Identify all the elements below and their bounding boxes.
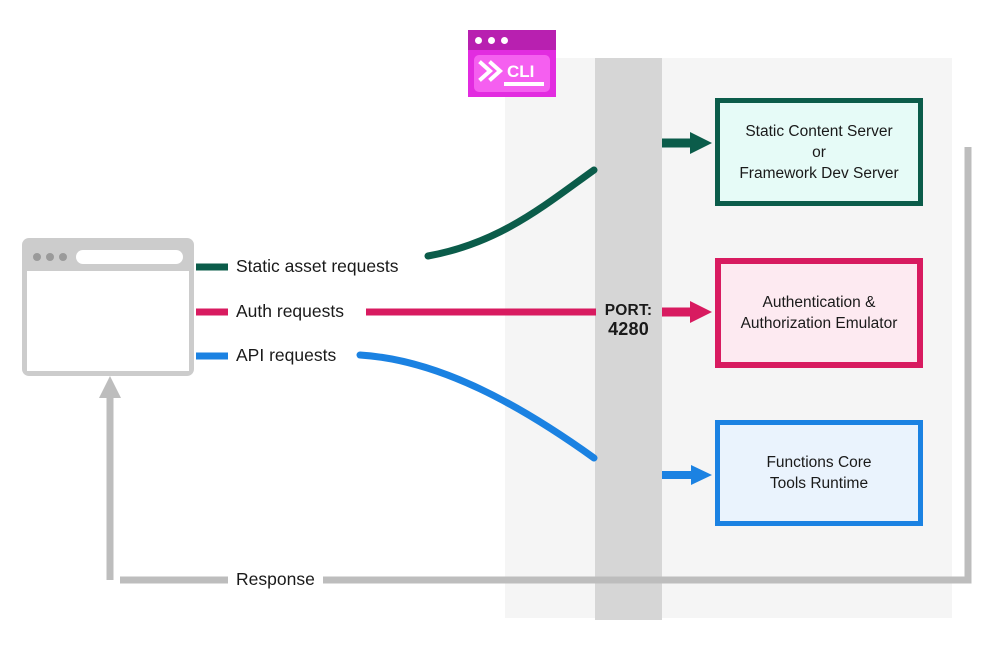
swa-cli-icon: CLI xyxy=(468,30,556,97)
cli-titlebar xyxy=(468,30,556,50)
cli-dot-icon xyxy=(501,36,508,44)
service-line: Authorization Emulator xyxy=(740,315,898,332)
service-box-auth-emulator[interactable]: Authentication & Authorization Emulator xyxy=(715,258,923,368)
port-value-text: 4280 xyxy=(608,319,649,339)
browser-dot-icon xyxy=(33,253,41,261)
cli-dot-icon xyxy=(488,36,495,44)
static-asset-flow xyxy=(196,132,712,271)
browser-dot-icon xyxy=(59,253,67,261)
flow-label-static-asset-requests: Static asset requests xyxy=(229,256,406,277)
api-flow xyxy=(196,351,712,485)
browser-viewport xyxy=(27,271,189,371)
browser-address-bar[interactable] xyxy=(76,250,183,264)
service-line: Tools Runtime xyxy=(769,475,869,492)
cli-prompt-icon: CLI xyxy=(478,60,544,86)
service-line: or xyxy=(812,143,826,161)
response-flow xyxy=(99,143,972,584)
browser-titlebar xyxy=(27,243,189,271)
service-line: Static Content Server xyxy=(745,122,893,140)
port-label-text: PORT: xyxy=(604,302,653,319)
browser-window[interactable] xyxy=(22,238,194,376)
service-line: Framework Dev Server xyxy=(739,164,899,182)
cli-host-panel-left xyxy=(505,58,595,618)
service-box-functions-runtime[interactable]: Functions Core Tools Runtime xyxy=(715,420,923,526)
service-line: Functions Core xyxy=(766,454,872,471)
flow-label-response: Response xyxy=(228,569,323,590)
service-line: Authentication & xyxy=(762,294,876,311)
service-box-static-content-server[interactable]: Static Content Server or Framework Dev S… xyxy=(715,98,923,206)
svg-text:CLI: CLI xyxy=(507,62,534,81)
flow-label-api-requests: API requests xyxy=(229,345,344,366)
browser-dot-icon xyxy=(46,253,54,261)
cli-screen: CLI xyxy=(474,55,550,92)
flow-label-auth-requests: Auth requests xyxy=(229,301,351,322)
port-bar: PORT: 4280 xyxy=(595,58,662,620)
auth-flow xyxy=(196,301,712,323)
cli-dot-icon xyxy=(475,36,482,44)
